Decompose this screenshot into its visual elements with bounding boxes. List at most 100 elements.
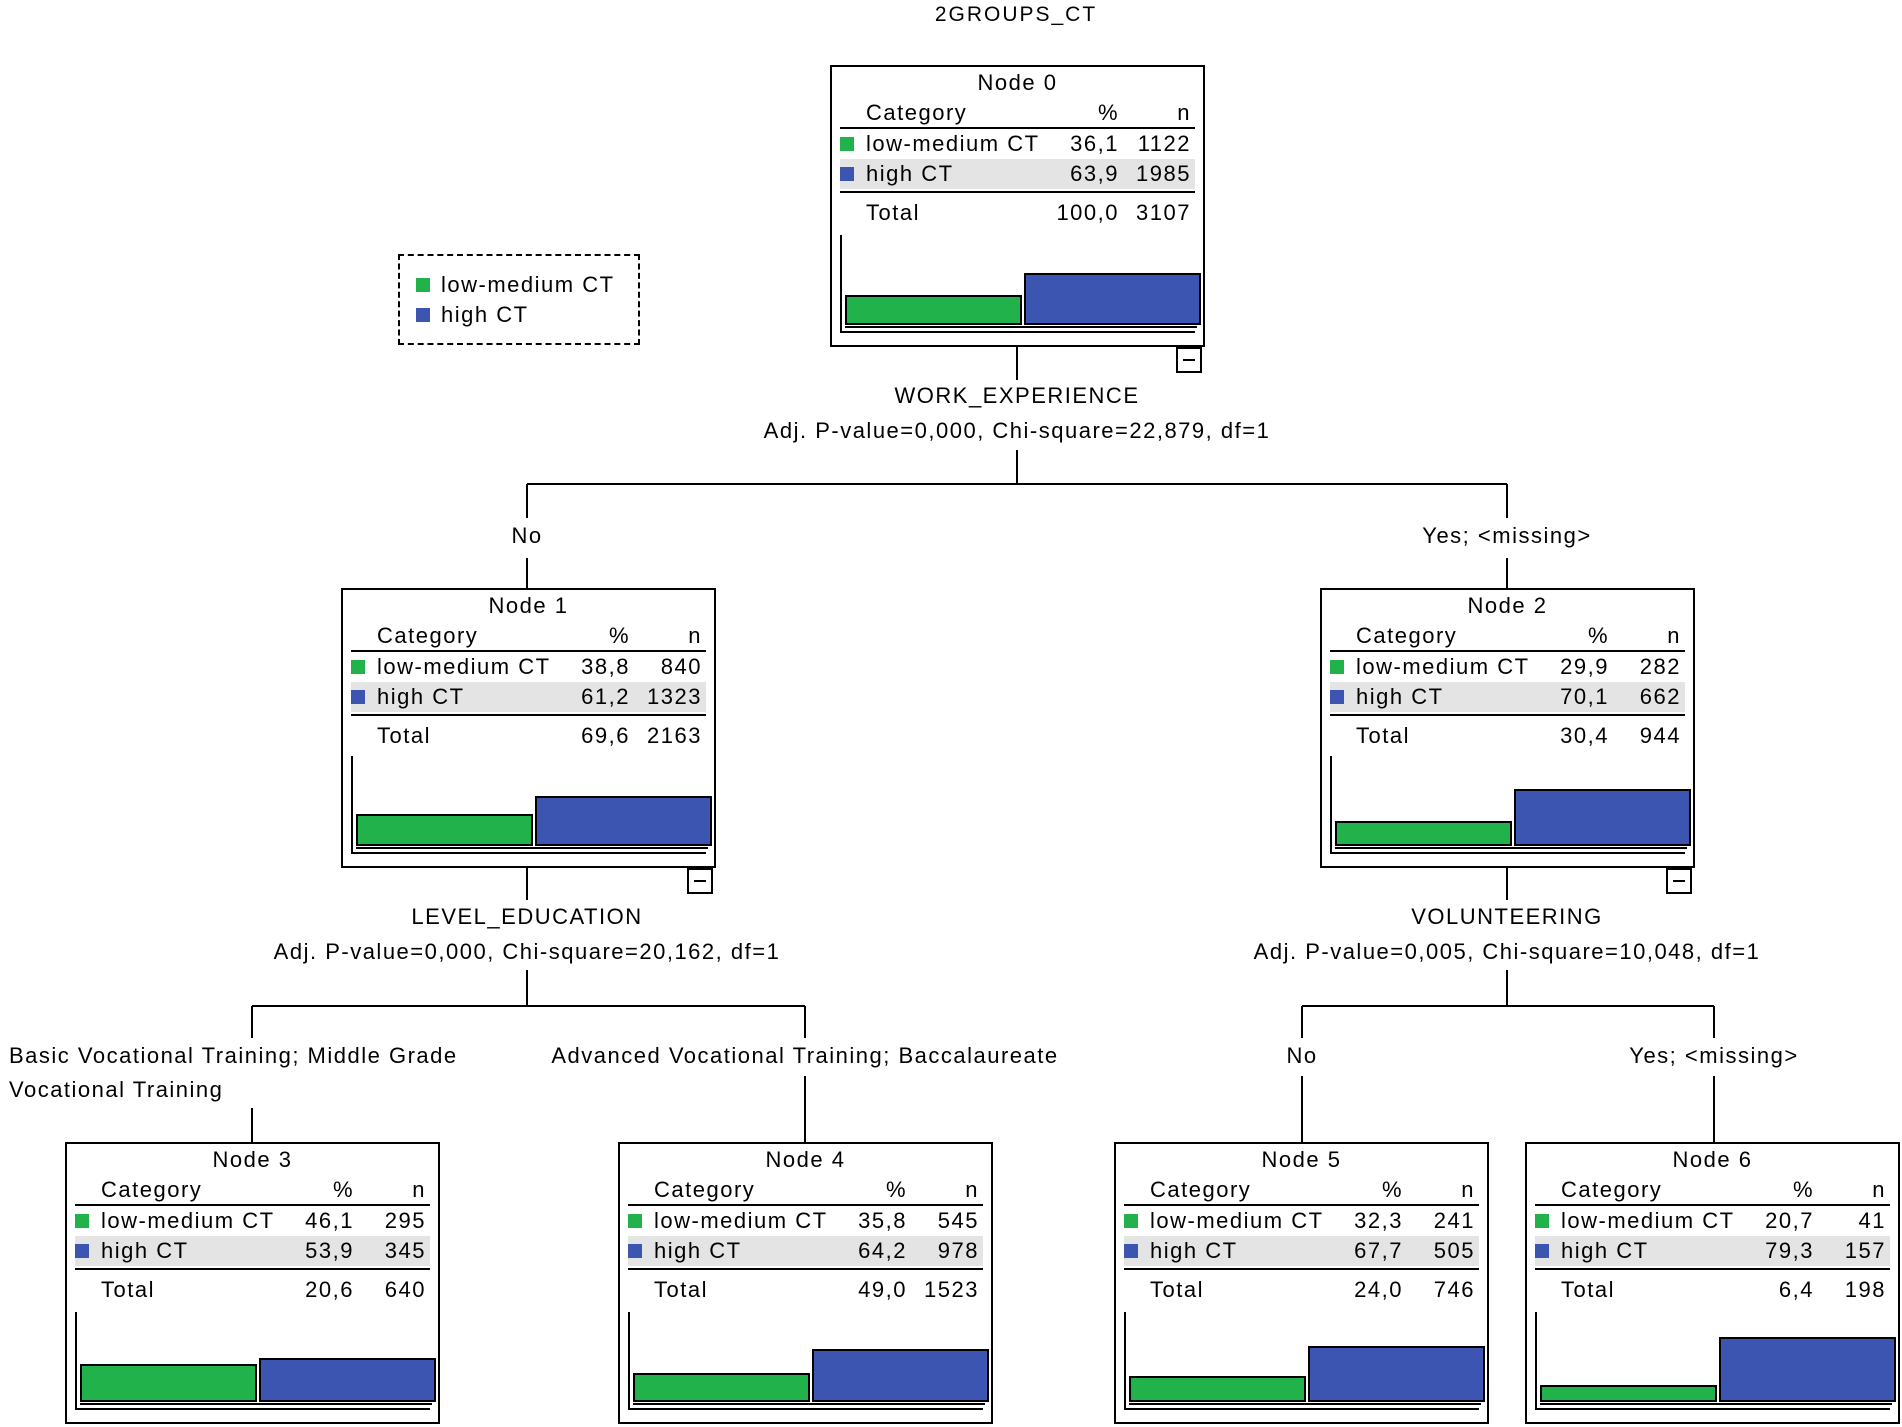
category-label: high CT xyxy=(377,684,465,709)
header-percent: % xyxy=(1381,1177,1403,1202)
category-label: high CT xyxy=(654,1238,742,1263)
header-n: n xyxy=(412,1177,426,1202)
percent-value: 63,9 xyxy=(1070,161,1119,186)
category-label: high CT xyxy=(866,161,954,186)
header-n: n xyxy=(688,623,702,648)
split-variable: LEVEL_EDUCATION xyxy=(411,904,643,929)
table-header-row: Category% n xyxy=(1124,1176,1479,1206)
legend: low-medium CT high CT xyxy=(398,254,640,345)
header-category: Category xyxy=(1150,1177,1252,1202)
count-value: 840 xyxy=(660,654,702,679)
node-bar-chart xyxy=(1330,756,1691,854)
count-value: 41 xyxy=(1858,1208,1886,1233)
total-label: Total xyxy=(654,1277,708,1302)
bar-low-medium-ct xyxy=(1540,1385,1717,1402)
header-percent: % xyxy=(332,1177,354,1202)
header-percent: % xyxy=(1587,623,1609,648)
category-swatch-green xyxy=(1535,1214,1549,1228)
total-label: Total xyxy=(101,1277,155,1302)
total-percent: 69,6 xyxy=(581,723,630,748)
count-value: 345 xyxy=(384,1238,426,1263)
percent-value: 38,8 xyxy=(581,654,630,679)
count-value: 662 xyxy=(1639,684,1681,709)
header-category: Category xyxy=(101,1177,203,1202)
collapse-node-1-button[interactable] xyxy=(687,868,713,894)
legend-swatch-green xyxy=(416,278,430,292)
header-n: n xyxy=(1461,1177,1475,1202)
total-count: 640 xyxy=(384,1277,426,1302)
split-stats: Adj. P-value=0,000, Chi-square=20,162, d… xyxy=(273,939,781,964)
percent-value: 61,2 xyxy=(581,684,630,709)
category-swatch-blue xyxy=(840,167,854,181)
table-row: high CT 63,9 1985 xyxy=(840,159,1195,189)
node-bar-chart xyxy=(351,756,712,854)
category-swatch-green xyxy=(840,137,854,151)
count-value: 1323 xyxy=(647,684,702,709)
table-header-row: Category%n xyxy=(840,99,1195,129)
count-value: 978 xyxy=(937,1238,979,1263)
category-label: low-medium CT xyxy=(101,1208,275,1233)
total-count: 1523 xyxy=(924,1277,979,1302)
percent-value: 29,9 xyxy=(1560,654,1609,679)
header-category: Category xyxy=(377,623,479,648)
table-row: low-medium CT 29,9 282 xyxy=(1330,652,1685,682)
category-swatch-green xyxy=(75,1214,89,1228)
branch-label: Advanced Vocational Training; Baccalaure… xyxy=(515,1043,1095,1069)
total-percent: 20,6 xyxy=(305,1277,354,1302)
count-value: 282 xyxy=(1639,654,1681,679)
percent-value: 53,9 xyxy=(305,1238,354,1263)
bar-low-medium-ct xyxy=(1129,1376,1306,1402)
table-row: high CT 61,2 1323 xyxy=(351,682,706,712)
table-header-row: Category%n xyxy=(1330,622,1685,652)
branch-label: Vocational Training xyxy=(9,1077,224,1103)
total-count: 2163 xyxy=(647,723,702,748)
total-label: Total xyxy=(1561,1277,1615,1302)
table-header-row: Category%n xyxy=(628,1176,983,1206)
percent-value: 36,1 xyxy=(1070,131,1119,156)
category-swatch-blue xyxy=(1535,1244,1549,1258)
category-label: low-medium CT xyxy=(1150,1208,1324,1233)
percent-value: 35,8 xyxy=(858,1208,907,1233)
table-row: low-medium CT 38,8 840 xyxy=(351,652,706,682)
header-category: Category xyxy=(1561,1177,1663,1202)
header-percent: % xyxy=(885,1177,907,1202)
total-count: 746 xyxy=(1433,1277,1475,1302)
collapse-node-0-button[interactable] xyxy=(1176,347,1202,373)
category-swatch-blue xyxy=(351,690,365,704)
collapse-node-2-button[interactable] xyxy=(1666,868,1692,894)
count-value: 505 xyxy=(1433,1238,1475,1263)
category-swatch-green xyxy=(1330,660,1344,674)
category-label: low-medium CT xyxy=(1356,654,1530,679)
count-value: 157 xyxy=(1844,1238,1886,1263)
total-percent: 24,0 xyxy=(1354,1277,1403,1302)
category-label: low-medium CT xyxy=(377,654,551,679)
split-stats: Adj. P-value=0,000, Chi-square=22,879, d… xyxy=(763,418,1271,443)
total-percent: 30,4 xyxy=(1560,723,1609,748)
branch-label: No xyxy=(477,523,577,549)
total-count: 944 xyxy=(1639,723,1681,748)
count-value: 295 xyxy=(384,1208,426,1233)
category-swatch-green xyxy=(351,660,365,674)
legend-item-high: high CT xyxy=(416,300,638,330)
count-value: 1985 xyxy=(1136,161,1191,186)
bar-high-ct xyxy=(535,796,712,846)
legend-item-low-medium: low-medium CT xyxy=(416,270,638,300)
count-value: 241 xyxy=(1433,1208,1475,1233)
